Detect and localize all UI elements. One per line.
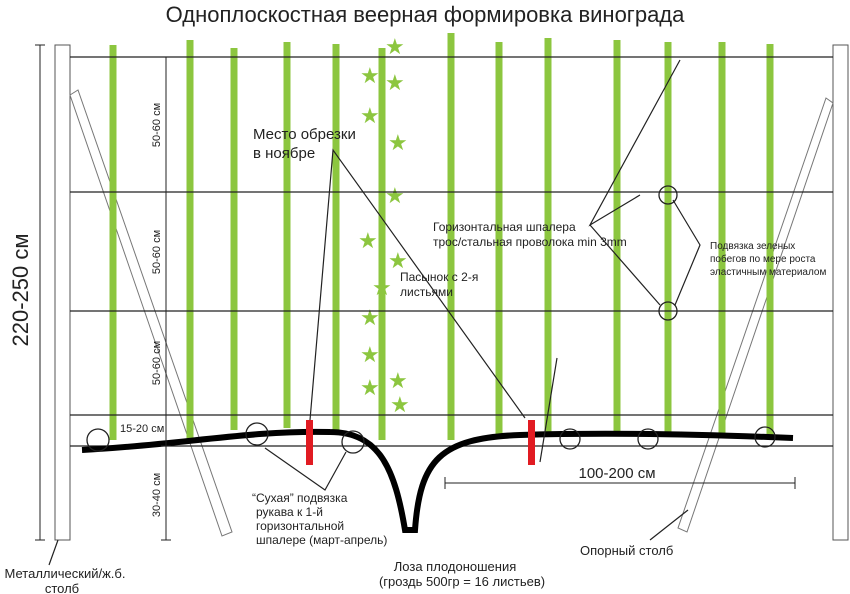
fruiting-vine [81,428,794,533]
support-post-label: Опорный столб [580,543,673,558]
tie-circles [86,185,776,454]
green-shoots [109,33,774,440]
svg-text:★: ★ [385,184,405,209]
svg-text:★: ★ [385,35,405,60]
metal-post-label-2: столб [45,581,79,594]
svg-text:★: ★ [390,393,410,418]
leader-lines [48,59,701,566]
left-support-post [69,89,233,537]
dimension-lines [35,44,796,541]
trellis-label-1: Горизонтальная шпалера [433,220,576,234]
left-metal-post [54,44,71,541]
spacing-first-label: 15-20 см [120,423,164,435]
prune-label-2: в ноябре [253,145,315,162]
svg-text:★: ★ [388,131,408,156]
tie-label-2: побегов по мере роста [710,253,816,265]
spacing-ground-label: 30-40 см [151,473,163,517]
svg-text:★: ★ [360,104,380,129]
prune-label-1: Место обрезки [253,126,356,143]
right-support-post [677,97,834,533]
svg-text:★: ★ [358,229,378,254]
tie-label-3: эластичным материалом [710,267,826,278]
spacing-low-label: 50-60 см [151,341,163,385]
dry-tie-label-1: “Сухая” подвязка [252,491,348,505]
dry-tie-label-4: шпалере (март-апрель) [256,533,387,547]
vine-label-2: (гроздь 500гр = 16 листьев) [379,574,545,589]
svg-text:★: ★ [385,71,405,96]
metal-post-label-1: Металлический/ж.б. [5,566,126,581]
svg-text:★: ★ [388,249,408,274]
spacing-mid-label: 50-60 см [151,230,163,274]
span-label: 100-200 см [578,465,655,482]
stepson-label-1: Пасынок с 2-я [400,270,478,284]
stepson-leaves: ★★★ ★★★ ★★★ ★★★ ★★ [358,35,410,418]
dry-tie-label-3: горизонтальной [256,519,344,533]
svg-text:★: ★ [360,64,380,89]
svg-text:★: ★ [360,376,380,401]
svg-text:★: ★ [372,276,392,301]
stepson-label-2: листьями [400,285,453,299]
prune-mark-left [306,420,313,465]
total-height-label: 220-250 см [8,234,33,347]
trellis-label-2: трос/стальная проволока min 3mm [433,235,627,249]
svg-text:★: ★ [360,306,380,331]
svg-text:★: ★ [360,343,380,368]
svg-text:★: ★ [388,369,408,394]
right-metal-post [832,44,849,541]
dry-tie-label-2: рукава к 1-й [256,505,323,519]
prune-mark-right [528,420,535,465]
diagram-title: Одноплоскостная веерная формировка виног… [166,2,686,27]
vine-label-1: Лоза плодоношения [394,559,517,574]
tie-label-1: Подвязка зеленых [710,241,795,252]
spacing-top-label: 50-60 см [151,103,163,147]
